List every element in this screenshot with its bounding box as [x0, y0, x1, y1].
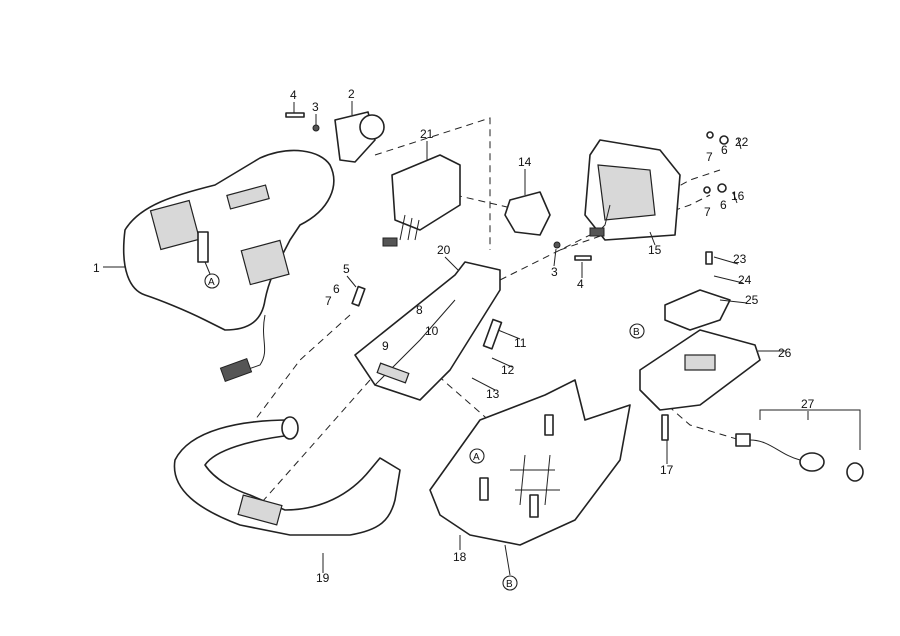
callout: A	[208, 277, 215, 288]
part-knob-14	[504, 191, 551, 236]
callout: B	[633, 327, 640, 338]
ref-circle-a	[204, 273, 220, 289]
callout: 3	[551, 265, 558, 279]
callouts: 4 3 2 21 14 7 6 22 7 6 16 15 3 4 1 A 20 …	[93, 87, 815, 590]
callout: 5	[343, 262, 350, 276]
callout: 26	[778, 346, 792, 360]
callout: 7	[706, 150, 713, 164]
part-display-15	[584, 139, 681, 241]
callout: 3	[312, 100, 319, 114]
callout: 4	[290, 88, 297, 102]
callout: 25	[745, 293, 759, 307]
callout: B	[506, 579, 513, 590]
callout: 10	[425, 324, 439, 338]
callout: 13	[486, 387, 500, 401]
hardware	[285, 112, 729, 441]
callout: 11	[514, 336, 527, 350]
callout: A	[473, 452, 480, 463]
part-console-cover	[122, 149, 335, 383]
callout: 15	[648, 243, 662, 257]
callout: 17	[660, 463, 674, 477]
part-lower-housing-18	[429, 379, 631, 546]
part-base-26	[639, 329, 761, 411]
callout: 4	[577, 277, 584, 291]
callout: 7	[704, 205, 711, 219]
ref-circle-b	[629, 323, 645, 339]
callout: 20	[437, 243, 451, 257]
callout: 22	[735, 135, 749, 149]
ref-circle-b	[502, 575, 518, 591]
part-module-25	[664, 289, 731, 331]
part-bracket-20	[354, 261, 501, 401]
callout: 16	[731, 189, 745, 203]
part-handle-19	[173, 416, 401, 536]
callout: 12	[501, 363, 515, 377]
callout: 7	[325, 294, 332, 308]
callout: 19	[316, 571, 330, 585]
callout: 2	[348, 87, 355, 101]
callout: 18	[453, 550, 467, 564]
leader-lines	[103, 101, 809, 576]
callout: 8	[416, 303, 423, 317]
callout: 27	[801, 397, 815, 411]
part-knob-2	[334, 111, 385, 163]
callout: 6	[721, 143, 728, 157]
part-key-switch-27	[735, 409, 864, 482]
callout: 1	[93, 261, 100, 275]
callout: 6	[720, 198, 727, 212]
part-switch-21	[382, 154, 461, 247]
callout: 6	[333, 282, 340, 296]
callout: 23	[733, 252, 747, 266]
callout: 21	[420, 127, 434, 141]
callout: 9	[382, 339, 389, 353]
callout: 14	[518, 155, 532, 169]
ref-circle-a	[469, 448, 485, 464]
callout: 24	[738, 273, 752, 287]
